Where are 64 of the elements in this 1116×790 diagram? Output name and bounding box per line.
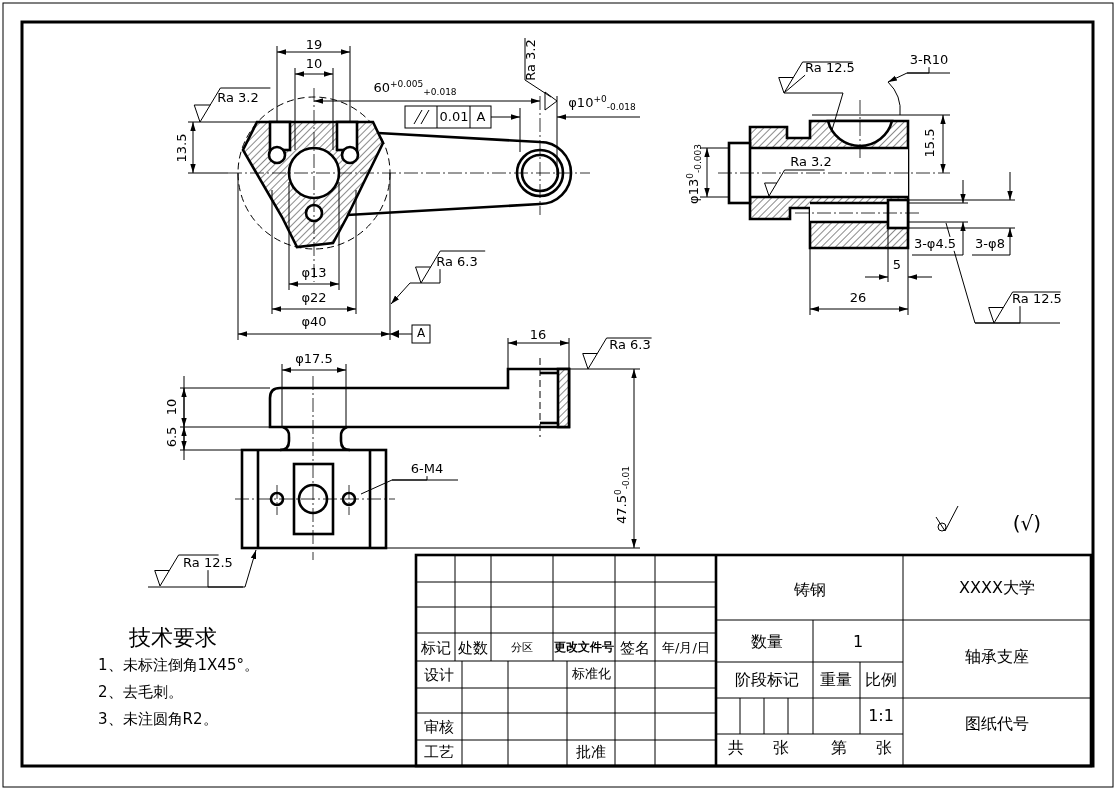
dimension-text: 10: [164, 398, 180, 416]
title-block-text: 处数: [458, 639, 488, 657]
roughness-label: Ra 3.2: [217, 90, 259, 106]
title-block-text: 更改文件号: [554, 641, 614, 655]
tolerance-value: 0.01: [439, 109, 469, 125]
dimension-text: 6.5: [164, 426, 180, 448]
title-block-text: 签名: [620, 639, 650, 657]
leader-label: Ra 12.5: [183, 555, 233, 571]
dimension-text: φ40: [301, 314, 327, 330]
title-block-text: 年/月/日: [662, 640, 710, 656]
title-block-text: 轴承支座: [965, 648, 1029, 666]
title-block-text: 标准化: [571, 666, 611, 682]
roughness-label: Ra 3.2: [790, 154, 832, 170]
leader-label: 3-R10: [909, 52, 949, 68]
dimension-text: 13.5: [174, 133, 190, 163]
title-block-text: 铸钢: [794, 581, 826, 599]
datum-letter: A: [476, 109, 486, 125]
dimension-text: 26: [849, 290, 867, 306]
dimension-text: 15.5: [922, 128, 938, 158]
title-block-text: 审核: [424, 718, 454, 736]
title-block-text: 1: [852, 633, 864, 651]
note-text: 2、去毛刺。: [98, 683, 183, 701]
title-block-text: 设计: [424, 666, 454, 684]
roughness-label: Ra 6.3: [609, 337, 651, 353]
leader-label: Ra 12.5: [1012, 291, 1062, 307]
title-block-text: 比例: [865, 671, 897, 689]
leader-line: [390, 268, 441, 305]
leader-line: [783, 74, 844, 131]
dimension-text: φ17.5: [295, 351, 333, 367]
datum-letter: A: [416, 327, 426, 341]
leader-label: 6-M4: [410, 461, 444, 477]
dimension-text: φ13: [301, 265, 327, 281]
notes-heading: 技术要求: [129, 625, 217, 651]
dimension-text: 3-φ4.5: [913, 236, 957, 252]
title-block-text: 第: [831, 739, 847, 757]
leader-label: Ra 6.3: [436, 254, 478, 270]
title-block-text: 阶段标记: [735, 671, 799, 689]
title-block-text: 数量: [751, 633, 783, 651]
note-text: 3、未注圆角R2。: [98, 710, 218, 728]
roughness-label: Ra 3.2: [523, 39, 539, 81]
dimension-text: 3-φ8: [975, 236, 1005, 252]
dimension-text: 19: [305, 37, 323, 53]
leader-line: [945, 222, 1021, 324]
leader-line: [887, 66, 930, 83]
leader-line: [360, 475, 428, 495]
title-block-text: 张: [773, 739, 789, 757]
title-block-text: 分区: [511, 641, 533, 655]
note-text: 1、未标注倒角1X45°。: [98, 656, 259, 674]
title-block-text: 图纸代号: [965, 715, 1029, 733]
title-block-text: 1:1: [868, 707, 894, 725]
dimension-text: 5: [892, 257, 902, 273]
title-block-text: XXXX大学: [959, 579, 1035, 597]
roughness-note: (√): [1012, 512, 1042, 534]
title-block-text: 标记: [421, 639, 451, 657]
dimension-text: 10: [305, 56, 323, 72]
leader-label: Ra 12.5: [805, 60, 855, 76]
title-block-text: 重量: [820, 671, 852, 689]
title-block-text: 工艺: [424, 743, 454, 761]
title-block-text: 张: [876, 739, 892, 757]
leader-line: [207, 549, 257, 588]
title-block-text: 批准: [576, 743, 606, 761]
dimension-text: 16: [529, 327, 547, 343]
title-block-text: 共: [728, 739, 744, 757]
dimension-text: φ22: [301, 290, 327, 306]
